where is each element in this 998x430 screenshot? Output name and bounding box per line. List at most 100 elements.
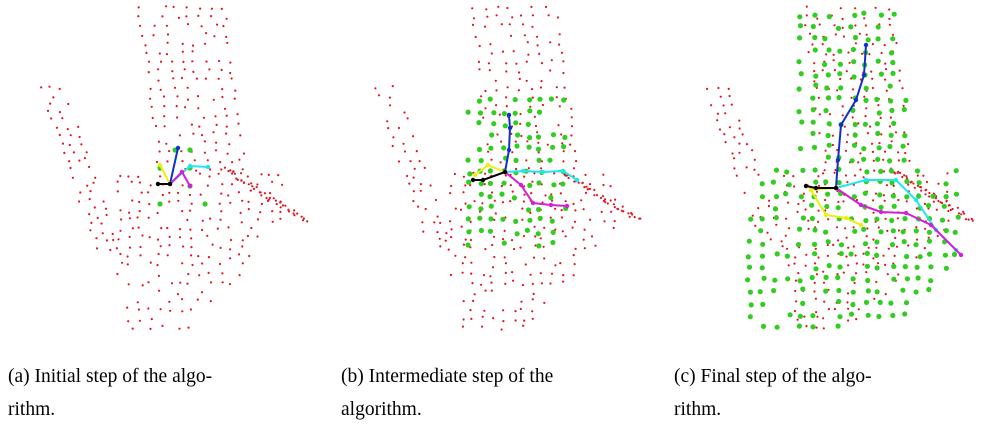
selected-point [525, 121, 531, 127]
cloud-point [751, 214, 754, 217]
selected-point [746, 238, 752, 244]
selected-point [785, 276, 791, 282]
cloud-point [570, 134, 573, 137]
selected-point [797, 14, 803, 20]
selected-point [900, 287, 906, 293]
cloud-point [176, 116, 179, 119]
cloud-point [491, 266, 495, 269]
cloud-point [392, 136, 395, 139]
cloud-point [235, 177, 238, 180]
cloud-point [864, 115, 867, 118]
cloud-point [490, 52, 493, 55]
cloud-point [444, 239, 447, 242]
cloud-point [186, 98, 190, 101]
cloud-point [577, 181, 580, 184]
cloud-point [823, 169, 826, 172]
cloud-point [275, 203, 278, 206]
cloud-point [925, 180, 928, 184]
cloud-point [522, 200, 525, 203]
cloud-point [190, 254, 193, 257]
cloud-point [506, 86, 509, 89]
panel-b [333, 0, 665, 350]
selected-point [511, 195, 517, 201]
cloud-point [183, 68, 186, 71]
cloud-point [185, 15, 188, 18]
cloud-point [767, 204, 770, 208]
cloud-point [558, 105, 561, 108]
cloud-point [544, 5, 548, 9]
cloud-point [586, 188, 589, 191]
cloud-point [564, 235, 567, 238]
cloud-point [884, 217, 887, 220]
branch-magenta-node [858, 202, 864, 208]
cloud-point [540, 167, 543, 170]
selected-point [876, 110, 882, 116]
cloud-point [963, 212, 966, 215]
selected-point [796, 109, 802, 115]
branch-black [805, 185, 836, 189]
cloud-point [719, 95, 722, 98]
cloud-point [50, 117, 53, 120]
cloud-point [766, 231, 769, 234]
cloud-point [521, 23, 525, 26]
selected-point [863, 218, 869, 224]
cloud-point [61, 142, 65, 145]
cloud-point [602, 183, 605, 187]
cloud-point [738, 151, 741, 154]
cloud-point [171, 60, 174, 63]
cloud-point [292, 212, 295, 215]
cloud-point [490, 289, 493, 292]
selected-point [761, 275, 767, 281]
selected-point [835, 323, 841, 329]
cloud-point [844, 227, 847, 230]
cloud-point [530, 5, 533, 8]
selected-point [863, 97, 869, 103]
cloud-point [469, 184, 472, 187]
selected-point [550, 239, 556, 246]
cloud-point [256, 183, 259, 186]
cloud-point [531, 317, 534, 320]
selected-point [787, 312, 793, 318]
caption-a: (a) Initial step of the algo- rithm. [8, 360, 326, 426]
cloud-point [795, 300, 798, 303]
cloud-point [585, 185, 588, 188]
cloud-point [927, 236, 930, 239]
cloud-point [817, 209, 820, 212]
cloud-point [884, 263, 887, 266]
cloud-point [901, 175, 904, 179]
cloud-point [168, 200, 171, 203]
selected-point [773, 215, 779, 221]
cloud-point [496, 133, 499, 136]
cloud-point [589, 218, 592, 221]
cloud-point [121, 261, 124, 264]
cloud-point [484, 289, 487, 292]
cloud-point [159, 175, 162, 178]
cloud-point [138, 181, 142, 184]
cloud-point [807, 227, 810, 230]
cloud-point [93, 206, 96, 209]
cloud-point [203, 151, 206, 154]
cloud-point [888, 125, 891, 128]
selected-point [747, 314, 753, 320]
cloud-point [871, 77, 874, 80]
caption-b-line2: algorithm. [341, 399, 422, 420]
cloud-point [796, 210, 799, 213]
cloud-point [827, 308, 830, 311]
cloud-point [525, 159, 528, 162]
selected-point [837, 48, 843, 54]
cloud-point [267, 173, 270, 176]
cloud-point [898, 69, 901, 72]
cloud-point [567, 176, 570, 180]
cloud-point [159, 60, 163, 63]
branch-yellow-node [858, 222, 864, 228]
selected-point [902, 133, 908, 139]
cloud-point [272, 197, 275, 200]
selected-point [809, 215, 815, 222]
cloud-point [549, 282, 552, 285]
cloud-point [96, 216, 99, 220]
cloud-point [40, 86, 43, 89]
selected-point [466, 204, 472, 210]
cloud-point [397, 160, 401, 163]
cloud-point [888, 17, 891, 20]
cloud-point [854, 254, 857, 257]
